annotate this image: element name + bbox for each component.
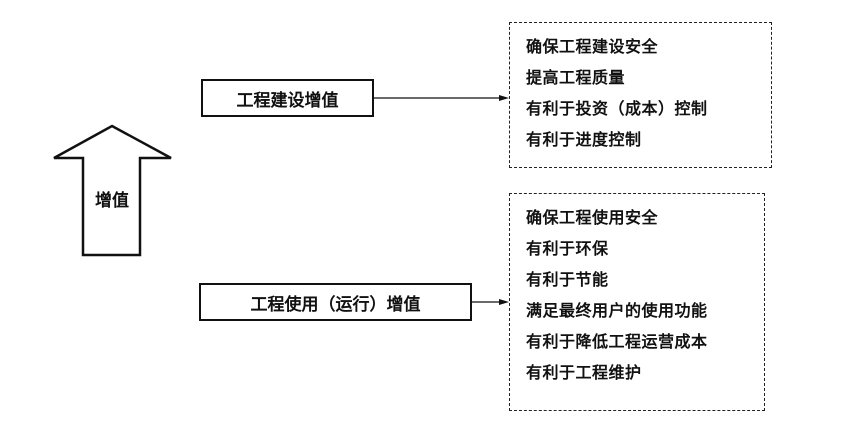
operation-value-box: 工程使用（运行）增值 <box>199 283 472 321</box>
operation-value-label: 工程使用（运行）增值 <box>250 294 421 315</box>
operation-benefits-list: 确保工程使用安全 有利于环保 有利于节能 满足最终用户的使用功能 有利于降低工程… <box>509 193 765 411</box>
list-item: 有利于环保 <box>526 239 609 258</box>
construction-value-box: 工程建设增值 <box>201 79 374 117</box>
list-item: 满足最终用户的使用功能 <box>526 301 708 320</box>
list-item: 确保工程建设安全 <box>526 37 659 56</box>
connector-construction-arrowhead-icon <box>499 95 509 101</box>
list-item: 有利于节能 <box>526 270 609 289</box>
list-item: 有利于进度控制 <box>526 130 642 149</box>
arrow-label: 增值 <box>95 191 129 211</box>
list-item: 提高工程质量 <box>526 68 626 87</box>
construction-value-label: 工程建设增值 <box>236 90 339 111</box>
list-item: 有利于降低工程运营成本 <box>526 332 708 351</box>
connector-operation-arrowhead-icon <box>499 299 509 305</box>
list-item: 确保工程使用安全 <box>526 208 659 227</box>
list-item: 有利于投资（成本）控制 <box>526 99 708 118</box>
list-item: 有利于工程维护 <box>526 363 642 382</box>
value-up-arrow-icon <box>53 124 172 257</box>
construction-benefits-list: 确保工程建设安全 提高工程质量 有利于投资（成本）控制 有利于进度控制 <box>509 22 772 168</box>
